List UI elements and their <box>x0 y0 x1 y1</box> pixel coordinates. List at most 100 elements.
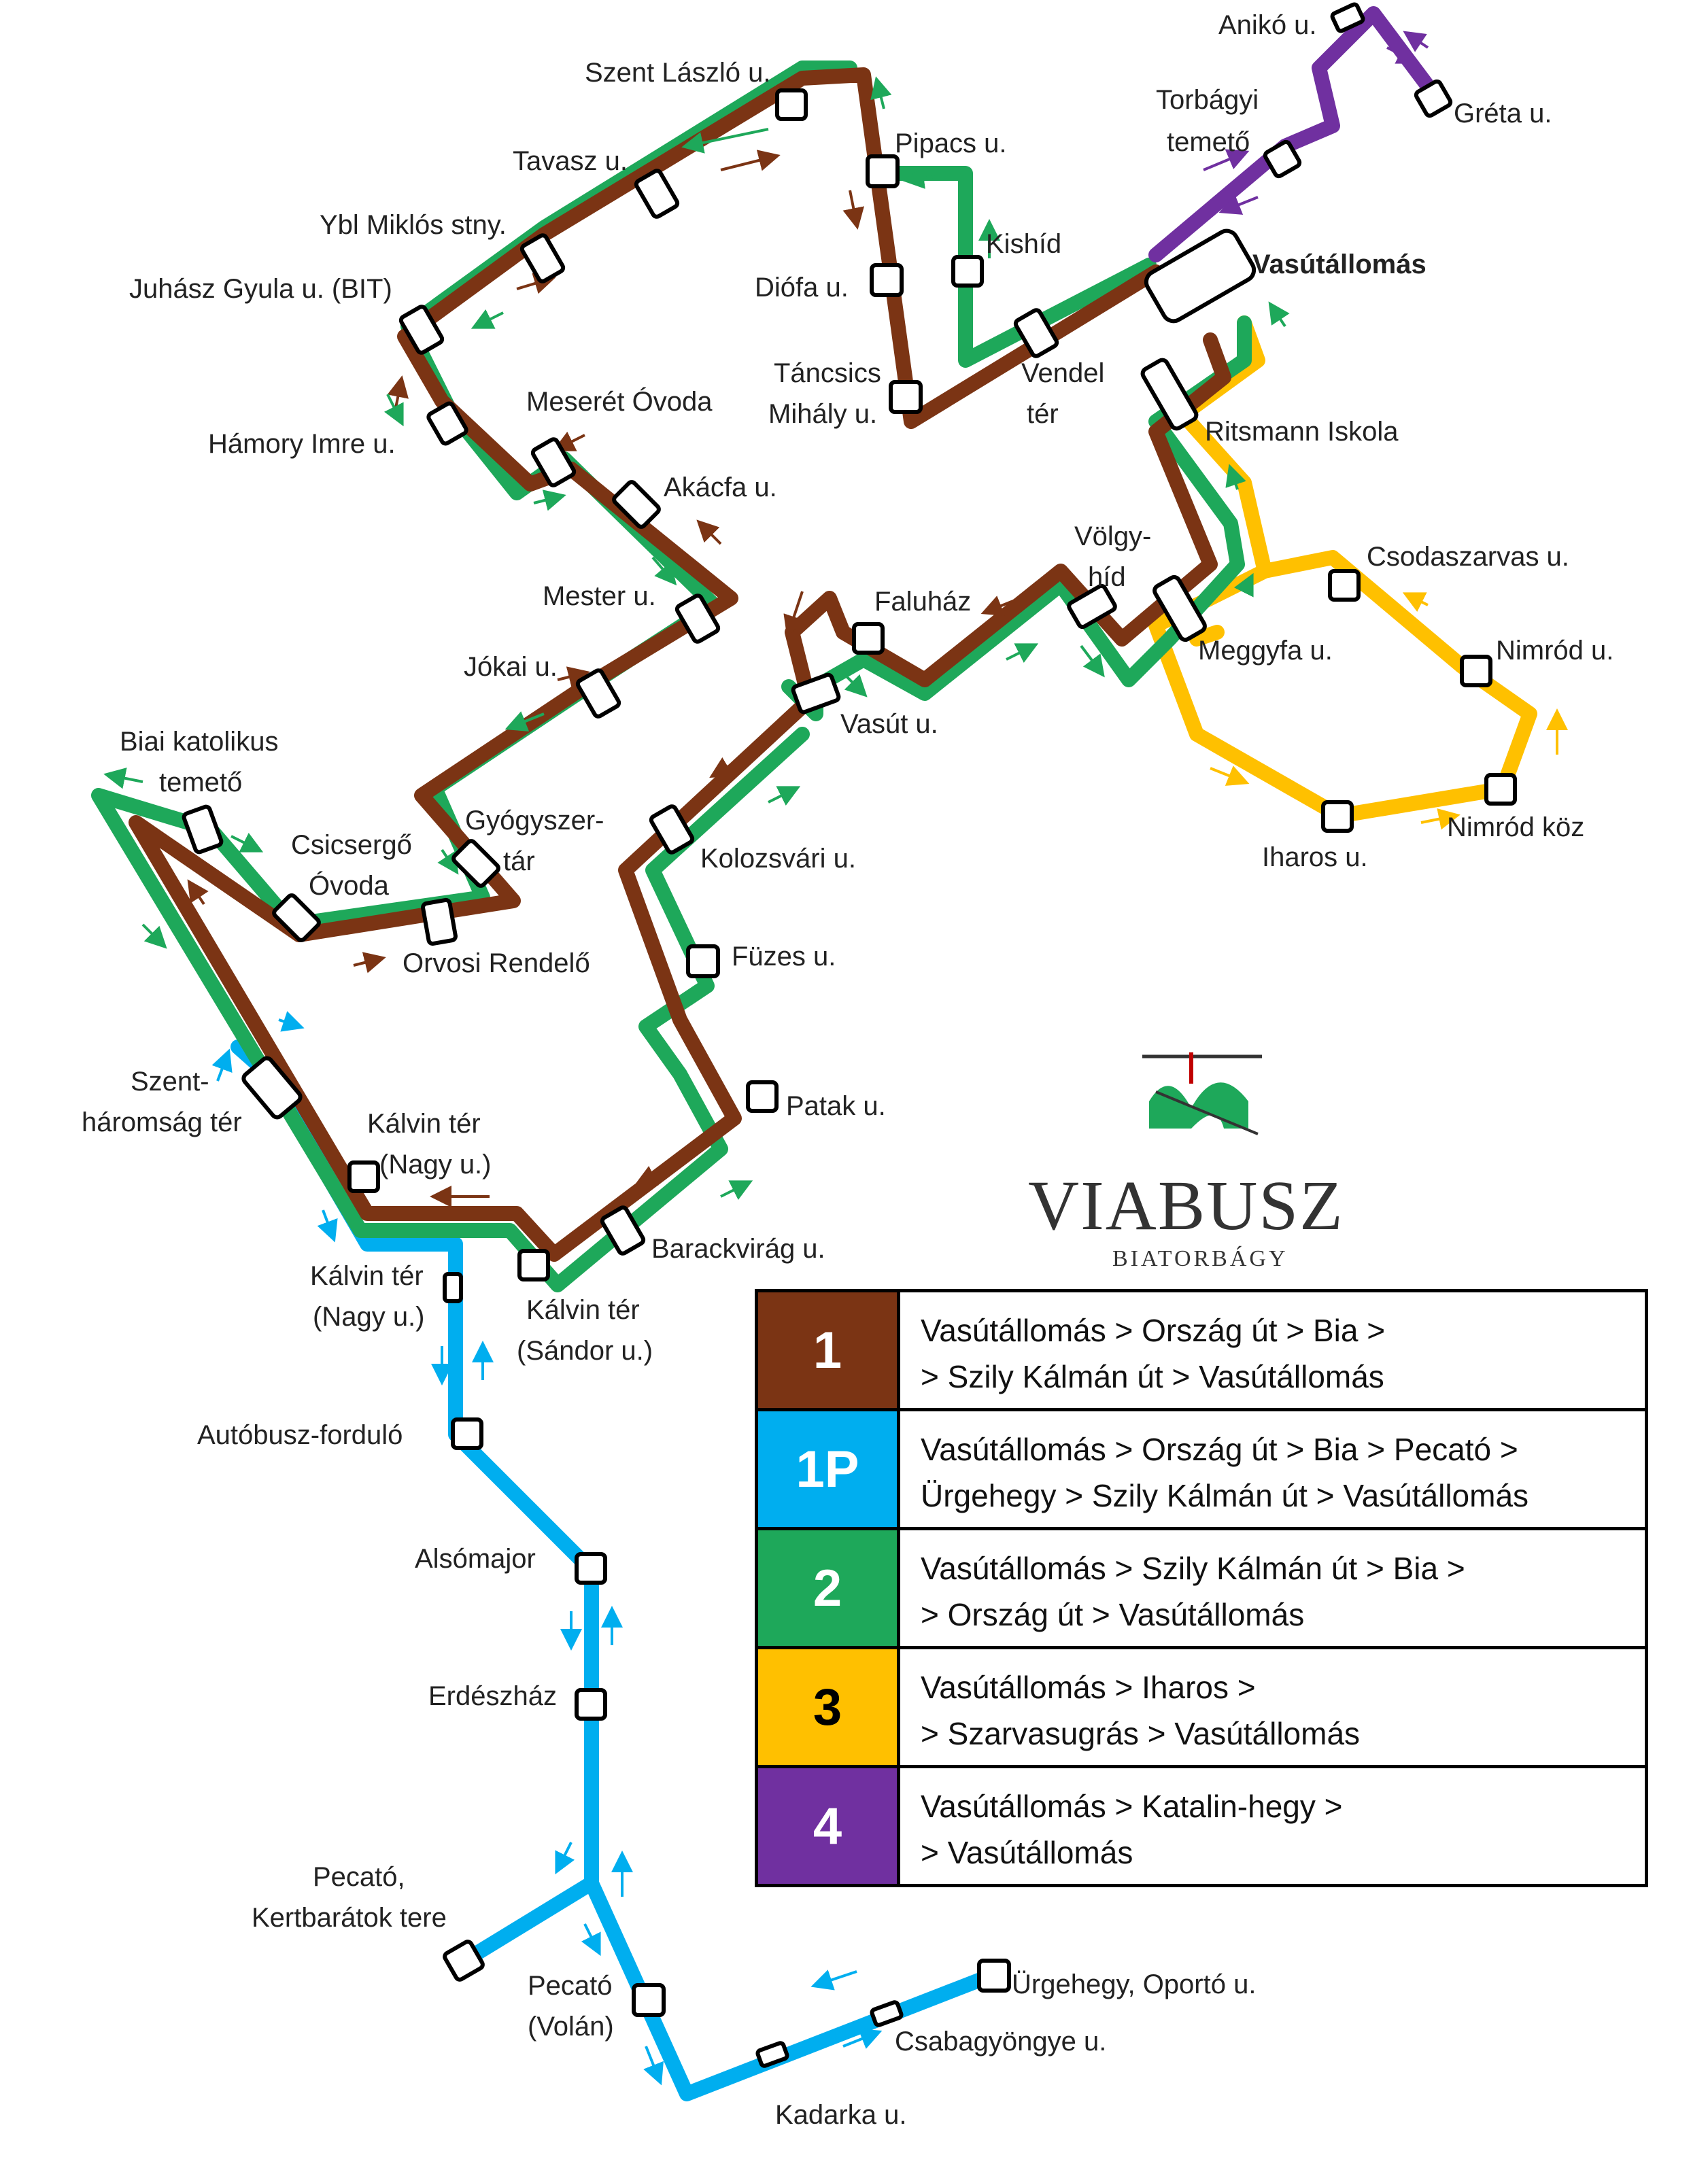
stop-marker[interactable] <box>451 1417 483 1450</box>
stop-marker[interactable] <box>632 1983 666 2017</box>
route-badge: 3 <box>758 1649 900 1765</box>
stop-marker[interactable] <box>746 1080 779 1113</box>
stop-label: Ybl Miklós stny. <box>320 210 507 240</box>
stop-marker[interactable] <box>272 893 321 942</box>
stop-marker[interactable] <box>674 593 721 644</box>
stop-marker[interactable] <box>575 668 621 719</box>
stop-marker[interactable] <box>889 380 923 414</box>
stop-label: Kálvin tér <box>310 1261 424 1291</box>
stop-marker[interactable] <box>870 263 904 297</box>
stop-marker[interactable] <box>649 804 695 855</box>
route-legend: 1 Vasútállomás > Ország út > Bia > > Szi… <box>755 1289 1648 1887</box>
stop-marker[interactable] <box>775 88 808 121</box>
stop-label: Anikó u. <box>1218 10 1317 40</box>
stop-label: Pecató <box>528 1971 613 2001</box>
stop-marker[interactable] <box>612 480 661 529</box>
viabusz-logo: VIABUSZ BIATORBÁGY <box>1028 1052 1343 1271</box>
stop-marker[interactable] <box>1321 800 1354 833</box>
stop-label: Barackvirág u. <box>651 1234 825 1264</box>
stop-marker[interactable] <box>870 2000 904 2027</box>
stop-marker[interactable] <box>1067 583 1117 630</box>
legend-row-1p[interactable]: 1P Vasútállomás > Ország út > Bia > Peca… <box>758 1411 1645 1530</box>
stop-marker[interactable] <box>791 672 841 715</box>
stop-label: Gyógyszer- <box>465 806 604 836</box>
stop-marker[interactable] <box>1013 308 1059 358</box>
route-desc-line: Vasútállomás > Szily Kálmán út > Bia > <box>921 1551 1465 1586</box>
stop-label: Óvoda <box>309 870 390 901</box>
stop-label: (Nagy u.) <box>379 1150 492 1180</box>
stop-marker[interactable] <box>1414 79 1453 118</box>
legend-row-4[interactable]: 4 Vasútállomás > Katalin-hegy > > Vasútá… <box>758 1768 1645 1887</box>
stop-marker[interactable] <box>443 1940 485 1982</box>
stop-marker[interactable] <box>451 839 500 888</box>
stop-marker[interactable] <box>1328 569 1361 602</box>
stop-marker[interactable] <box>1460 655 1492 687</box>
vasutallomas-marker[interactable] <box>1142 227 1258 325</box>
stop-marker[interactable] <box>426 401 468 446</box>
legend-row-1[interactable]: 1 Vasútállomás > Ország út > Bia > > Szi… <box>758 1292 1645 1411</box>
stop-marker[interactable] <box>686 944 720 978</box>
stop-marker[interactable] <box>866 154 900 188</box>
stop-label: (Nagy u.) <box>313 1302 425 1332</box>
stop-label-vasutallomas: Vasútállomás <box>1252 250 1427 279</box>
stop-label: temető <box>1167 127 1250 157</box>
stop-label: Vendel <box>1021 358 1104 388</box>
stop-marker[interactable] <box>1140 358 1199 431</box>
legend-row-3[interactable]: 3 Vasútállomás > Iharos > > Szarvasugrás… <box>758 1649 1645 1768</box>
stop-marker[interactable] <box>755 2041 789 2068</box>
stop-marker[interactable] <box>575 1552 607 1585</box>
stop-label: Ürgehegy, Oportó u. <box>1012 1969 1256 1999</box>
stop-marker[interactable] <box>519 233 566 283</box>
stop-marker[interactable] <box>1330 2 1365 33</box>
stop-label: Meggyfa u. <box>1198 636 1333 666</box>
stop-label: (Volán) <box>528 2012 614 2042</box>
stop-label: Táncsics <box>774 358 881 388</box>
stop-label: Diófa u. <box>755 273 849 303</box>
stop-label: Orvosi Rendelő <box>403 948 590 978</box>
route-badge: 2 <box>758 1530 900 1646</box>
stop-label: Jókai u. <box>464 652 558 682</box>
direction-arrows <box>103 31 1568 2086</box>
stop-marker[interactable] <box>398 305 445 355</box>
stop-label: Csodaszarvas u. <box>1367 542 1569 572</box>
route-description: Vasútállomás > Ország út > Bia > Pecató … <box>900 1411 1645 1527</box>
stop-label: Füzes u. <box>732 942 836 971</box>
stop-marker[interactable] <box>347 1160 380 1193</box>
stop-label: Kishíd <box>986 229 1061 259</box>
stop-label: Völgy- <box>1074 521 1151 551</box>
route-4-line <box>1148 6 1442 262</box>
stop-label: Akácfa u. <box>664 472 777 502</box>
route-badge: 1 <box>758 1292 900 1408</box>
route-description: Vasútállomás > Iharos > > Szarvasugrás >… <box>900 1649 1645 1765</box>
stop-marker[interactable] <box>1484 773 1517 806</box>
stop-marker[interactable] <box>575 1688 607 1721</box>
stop-marker[interactable] <box>600 1205 646 1256</box>
stop-label: temető <box>159 768 242 797</box>
stop-marker[interactable] <box>182 804 224 855</box>
stop-marker[interactable] <box>951 255 984 288</box>
stop-marker[interactable] <box>1263 139 1302 179</box>
stop-label: Patak u. <box>786 1091 886 1121</box>
stop-marker[interactable] <box>443 1272 463 1303</box>
stop-label: Csabagyöngye u. <box>895 2027 1106 2057</box>
stop-marker[interactable] <box>977 1959 1011 1993</box>
stop-label: (Sándor u.) <box>517 1336 653 1366</box>
stop-marker[interactable] <box>530 437 577 487</box>
stop-label: Szent László u. <box>585 58 771 88</box>
stop-marker[interactable] <box>1152 574 1207 642</box>
route-description: Vasútállomás > Szily Kálmán út > Bia > >… <box>900 1530 1645 1646</box>
stop-marker[interactable] <box>517 1249 550 1281</box>
stop-label: Faluház <box>874 587 971 617</box>
stop-label: Nimród köz <box>1447 812 1584 842</box>
legend-row-2[interactable]: 2 Vasútállomás > Szily Kálmán út > Bia >… <box>758 1530 1645 1649</box>
stop-marker[interactable] <box>241 1056 303 1120</box>
bridge-logo-icon <box>1142 1052 1262 1135</box>
stop-marker[interactable] <box>852 622 885 655</box>
route-desc-line: Vasútállomás > Ország út > Bia > Pecató … <box>921 1432 1518 1467</box>
route-description: Vasútállomás > Katalin-hegy > > Vasútáll… <box>900 1768 1645 1884</box>
stop-label: Mihály u. <box>768 399 877 429</box>
stop-marker[interactable] <box>421 897 458 946</box>
stop-label: háromság tér <box>82 1107 242 1137</box>
stop-marker[interactable] <box>634 169 680 219</box>
